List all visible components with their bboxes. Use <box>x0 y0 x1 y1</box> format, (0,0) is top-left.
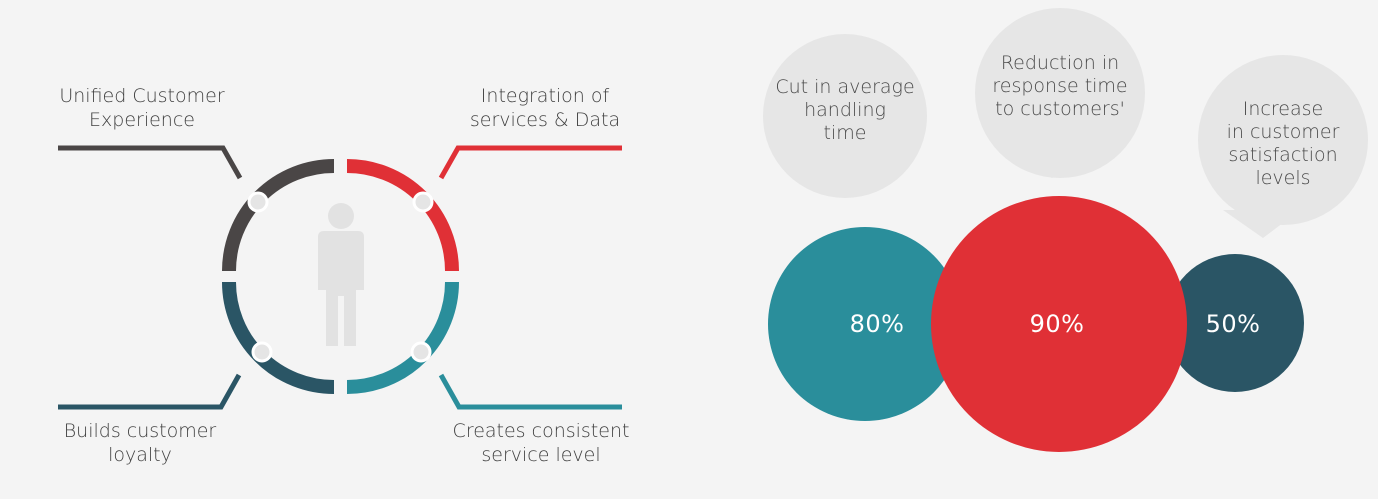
label-top-left: Unified Customer Experience <box>59 85 225 131</box>
value-label-2: 90% <box>1029 310 1085 338</box>
ring-node-bottom-right <box>410 341 432 363</box>
bubble-1-text: Cut in average handling time <box>775 76 915 144</box>
person-icon <box>318 203 364 346</box>
label-bottom-left: Builds customer loyalty <box>63 420 217 466</box>
bubble-3 <box>1198 55 1368 225</box>
label-top-right: Integration of services & Data <box>469 85 621 131</box>
ring-node-bottom-left <box>251 341 273 363</box>
label-bottom-right: Creates consistent service level <box>452 420 630 466</box>
ring-segment-bottom-left <box>222 281 335 394</box>
connector-bottom-left <box>58 373 242 410</box>
ring-node-top-right <box>412 191 434 213</box>
connector-bottom-right <box>438 373 622 410</box>
bubbles <box>763 8 1368 225</box>
value-circle-1 <box>768 227 962 421</box>
bubble-3-text: Increase in customer satisfaction levels <box>1226 98 1340 189</box>
bubble-2-text: Reduction in response time to customers' <box>992 52 1128 120</box>
bubble-1 <box>763 34 927 198</box>
value-label-1: 80% <box>849 310 905 338</box>
value-circle-3 <box>1166 254 1304 392</box>
ring-node-top-left <box>247 191 269 213</box>
connector-top-right <box>438 145 622 180</box>
ring-segment-bottom-right <box>346 281 459 394</box>
bubble-2 <box>975 8 1145 178</box>
value-circle-2 <box>931 196 1187 452</box>
connector-top-left <box>58 145 243 180</box>
value-label-3: 50% <box>1205 310 1261 338</box>
